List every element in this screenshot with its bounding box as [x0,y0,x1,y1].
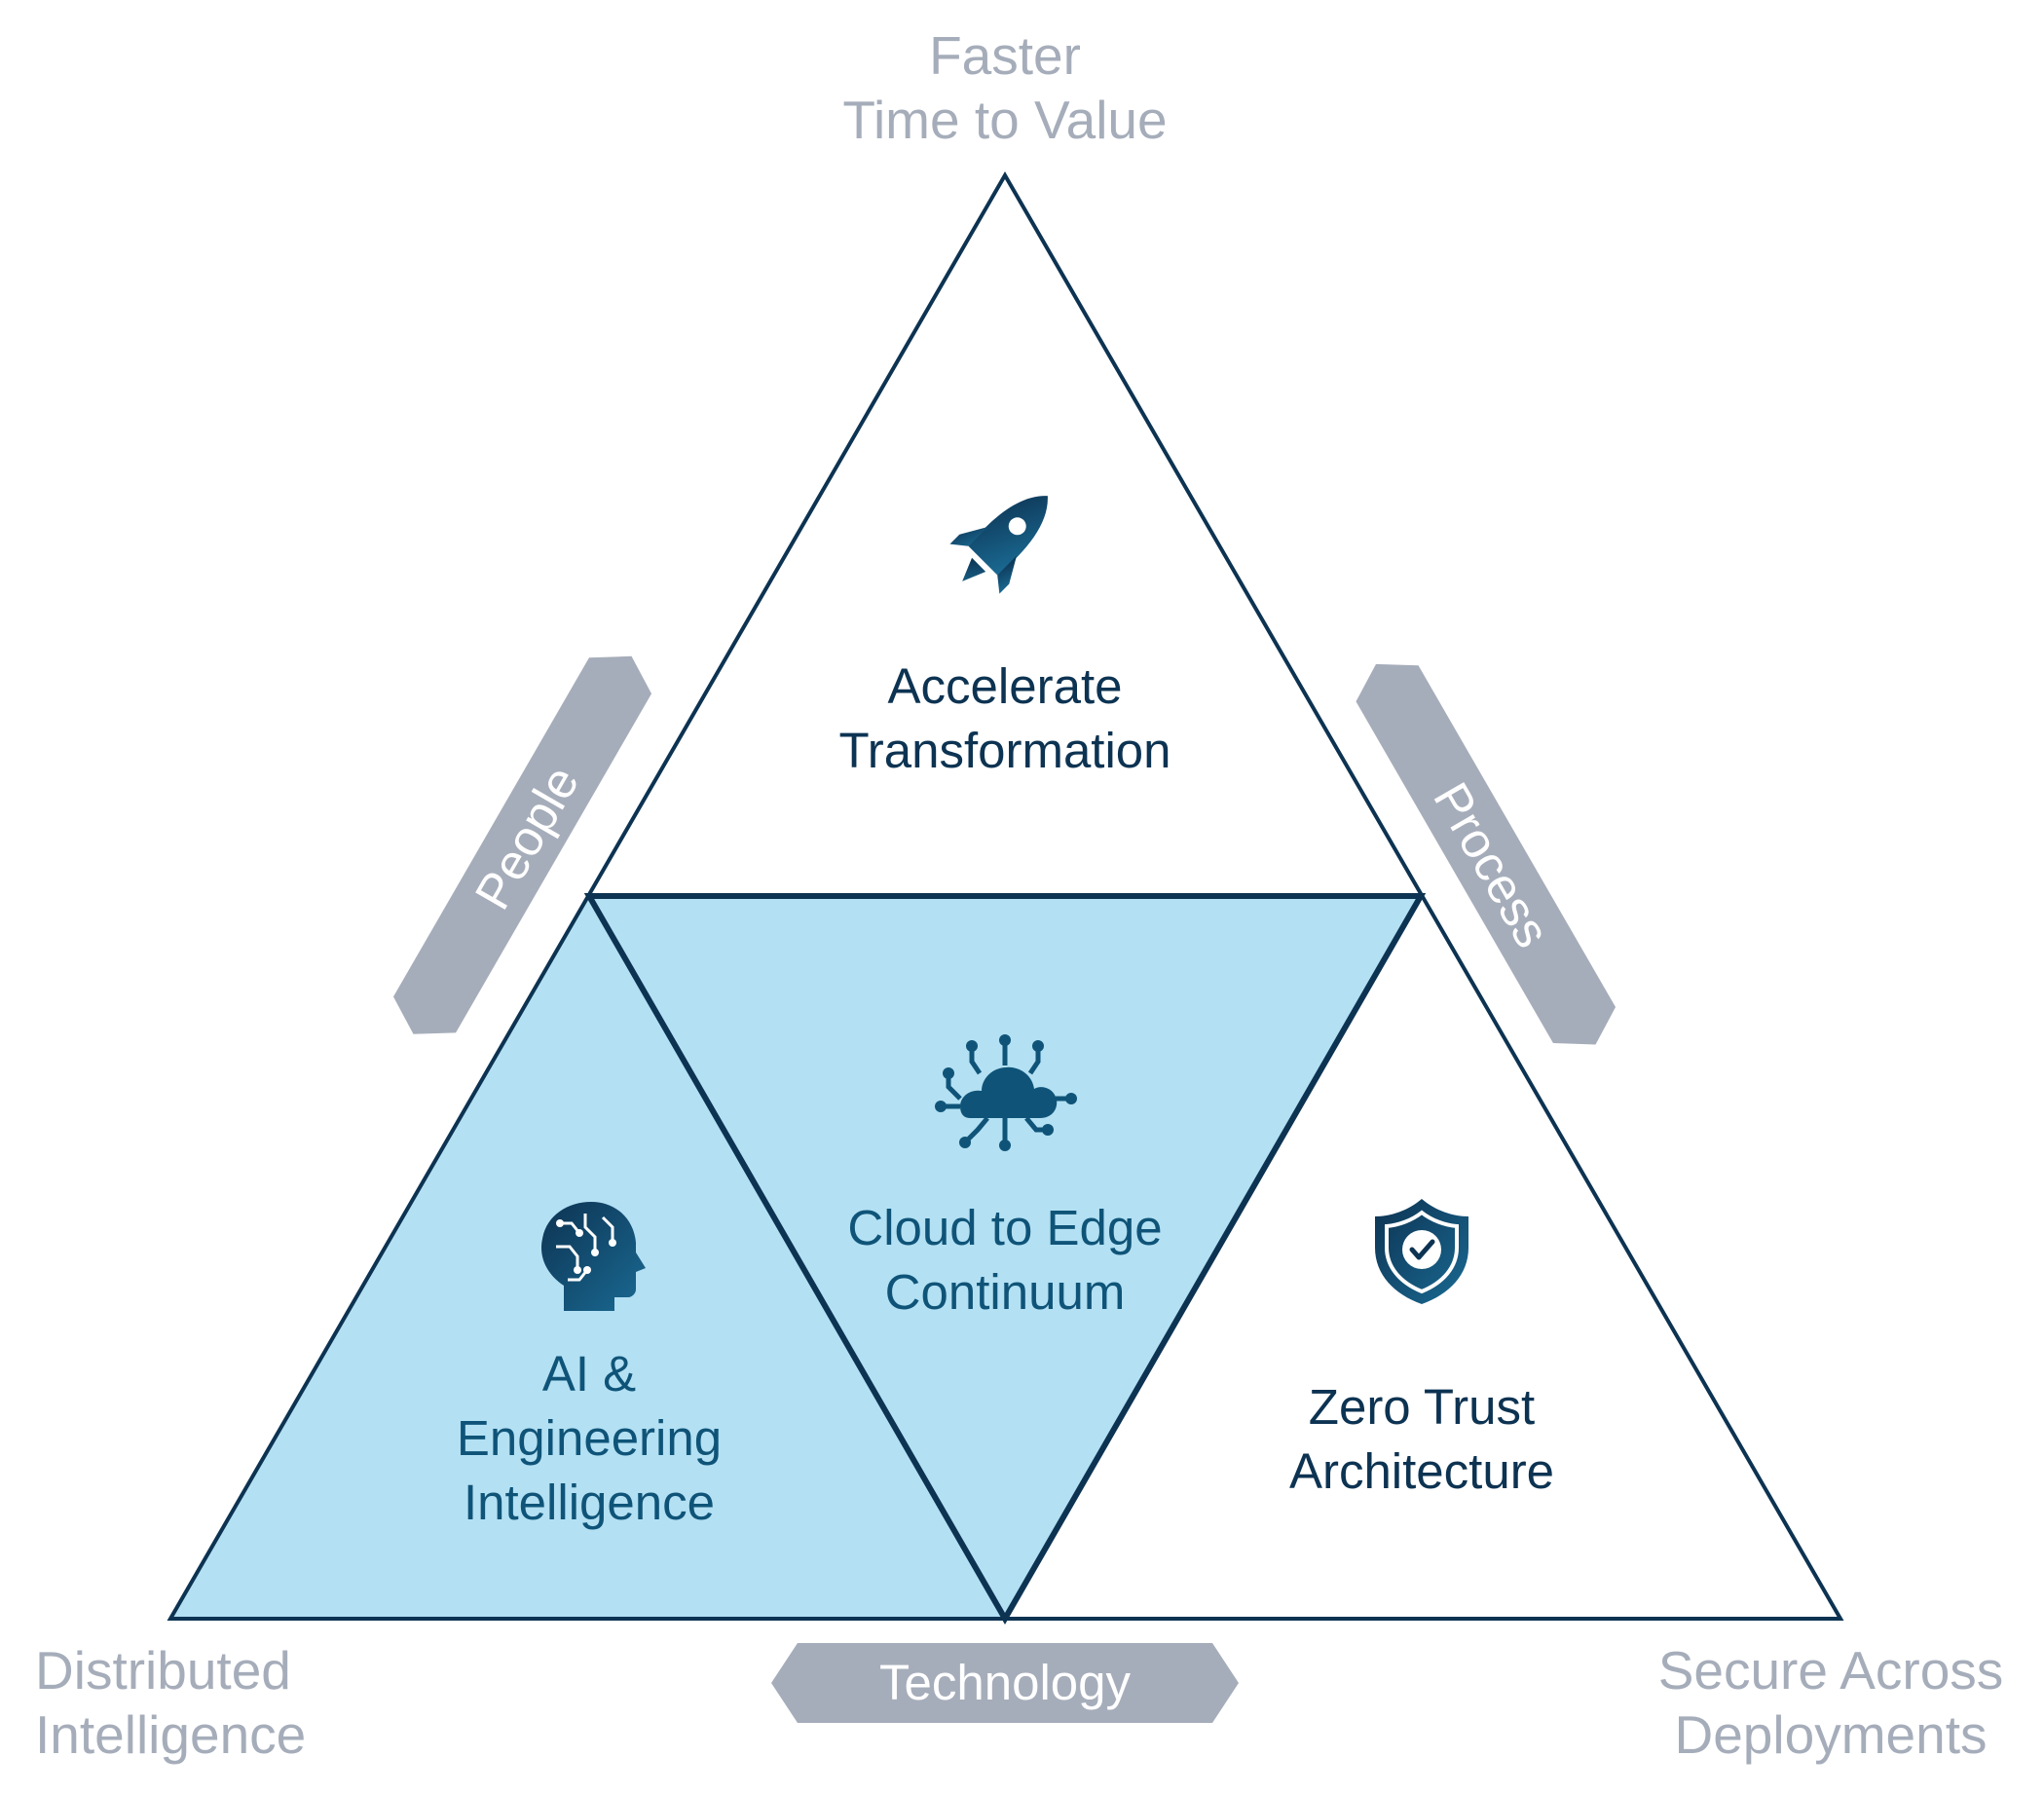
corner-bottom-left-line-1: Distributed [35,1640,291,1701]
corner-bottom-left-line-2: Intelligence [35,1704,307,1765]
ai-head-icon [540,1202,646,1311]
process-banner [1356,663,1617,1045]
segment-center-line-2: Continuum [884,1264,1126,1320]
segment-right-line-2: Architecture [1288,1443,1555,1499]
cloud-network-icon [935,1034,1077,1151]
inner-triangle [583,893,1427,1626]
corner-bottom-right-line-1: Secure Across [1657,1640,2004,1701]
segment-left-line-3: Intelligence [463,1475,715,1530]
center-segment-fill [589,896,1421,1619]
segment-center-line-1: Cloud to Edge [847,1200,1163,1255]
corner-label-bottom-left: Distributed Intelligence [35,1638,425,1767]
people-banner [392,655,652,1034]
corner-top-line-2: Time to Value [842,90,1168,150]
corner-top-line-1: Faster [929,25,1081,86]
segment-top-line-2: Transformation [838,723,1171,778]
segment-top-line-1: Accelerate [887,658,1123,714]
segment-label-top: Accelerate Transformation [762,654,1248,783]
segment-label-center: Cloud to Edge Continuum [762,1196,1248,1325]
corner-bottom-right-line-2: Deployments [1674,1704,1988,1765]
segment-left-line-2: Engineering [456,1410,723,1466]
corner-label-top: Faster Time to Value [810,23,1200,152]
technology-banner [771,1643,1239,1723]
segment-label-right: Zero Trust Architecture [1178,1375,1665,1504]
shield-check-icon [1375,1199,1468,1304]
segment-right-line-1: Zero Trust [1308,1379,1536,1435]
segment-label-left: AI & Engineering Intelligence [346,1342,833,1535]
technology-label: Technology [878,1655,1131,1710]
segment-left-line-1: AI & [541,1346,637,1402]
rocket-icon [949,496,1048,594]
corner-label-bottom-right: Secure Across Deployments [1626,1638,2035,1767]
